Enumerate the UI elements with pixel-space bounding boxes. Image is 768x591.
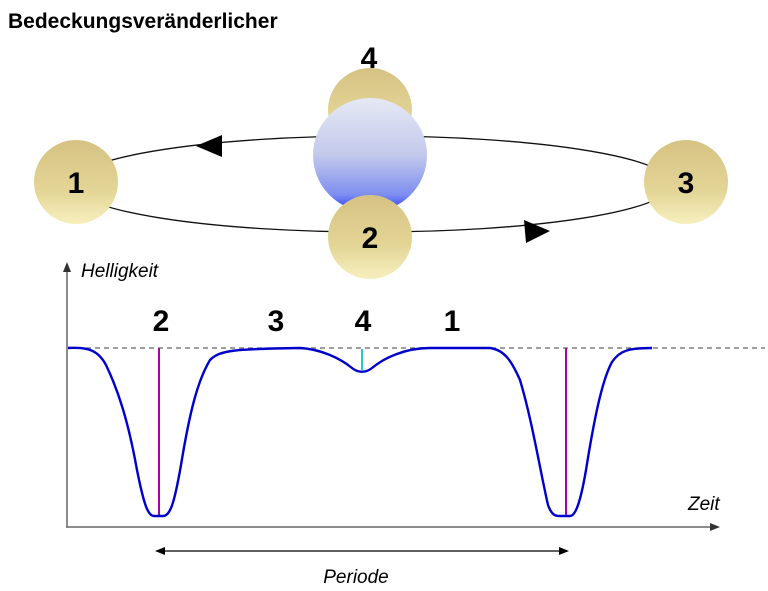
phase-label-3: 3 xyxy=(268,305,285,338)
phase-label-4: 4 xyxy=(355,305,372,338)
position-label-1: 1 xyxy=(68,167,85,200)
position-label-2: 2 xyxy=(362,222,379,255)
phase-label-1: 1 xyxy=(444,305,461,338)
position-label-3: 3 xyxy=(678,167,695,200)
diagram-title: Bedeckungsveränderlicher xyxy=(8,10,278,33)
period-arrow-left-icon xyxy=(155,547,165,555)
companion-star-position-3 xyxy=(644,140,728,224)
y-axis-label: Helligkeit xyxy=(81,261,159,282)
x-axis-arrow-icon xyxy=(710,523,720,531)
primary-star xyxy=(313,98,427,212)
period-label: Periode xyxy=(323,567,389,588)
position-label-4: 4 xyxy=(361,42,378,75)
phase-label-2: 2 xyxy=(153,305,170,338)
period-arrow-right-icon xyxy=(559,547,569,555)
companion-star-position-2 xyxy=(328,195,412,279)
x-axis-label: Zeit xyxy=(687,494,720,515)
orbit-arrow-left-icon xyxy=(196,135,222,157)
orbit-arrow-right-icon xyxy=(524,220,550,243)
light-curve xyxy=(67,346,653,518)
y-axis-arrow-icon xyxy=(63,262,71,272)
companion-star-position-1 xyxy=(34,140,118,224)
